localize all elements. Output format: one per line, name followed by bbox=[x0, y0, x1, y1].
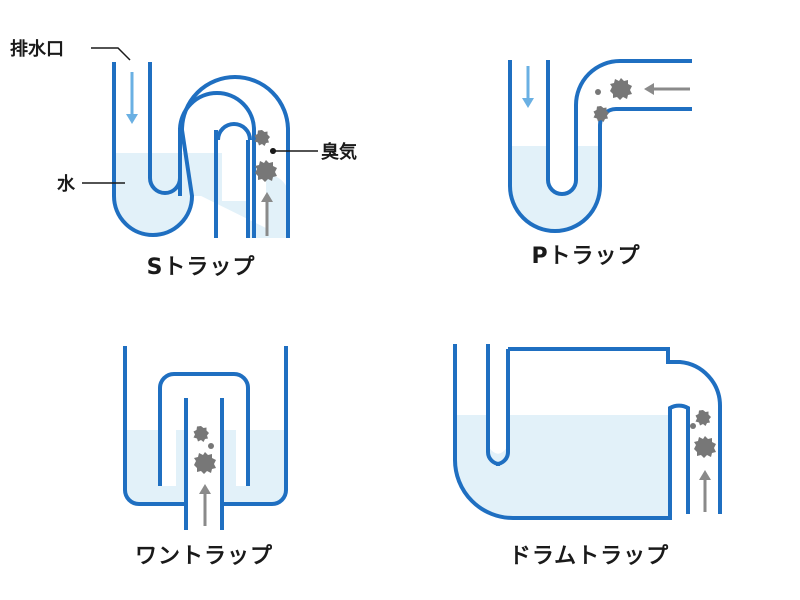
drum-trap bbox=[453, 344, 723, 520]
odor-blob-icon bbox=[193, 426, 209, 442]
up-arrow-icon-head bbox=[199, 484, 211, 494]
s-trap-pipe-mid bbox=[178, 91, 256, 238]
odor-blob-icon bbox=[593, 106, 609, 122]
odor-blob-icon bbox=[610, 78, 632, 100]
odor-blob-icon bbox=[194, 452, 216, 474]
odor-blob-icon bbox=[254, 130, 270, 146]
odor-leader-dot bbox=[270, 148, 276, 154]
s-trap-pipe-outer bbox=[112, 62, 290, 238]
odor-dot bbox=[595, 89, 601, 95]
wan-trap-caption: ワントラップ bbox=[135, 544, 273, 569]
wan-trap-bowl bbox=[123, 346, 288, 506]
down-arrow-icon-head bbox=[126, 114, 138, 124]
up-arrow-icon-head bbox=[261, 192, 273, 202]
odor-dot bbox=[690, 423, 696, 429]
odor-dot bbox=[208, 443, 214, 449]
p-trap-caption: Pトラップ bbox=[531, 244, 640, 269]
p-trap bbox=[508, 59, 692, 233]
down-arrow-icon-head bbox=[522, 98, 534, 108]
drum-trap-caption: ドラムトラップ bbox=[509, 544, 669, 569]
drum-trap-inlet bbox=[486, 344, 510, 466]
drain-label: 排水口 bbox=[10, 38, 64, 60]
drum-trap-outer bbox=[453, 344, 690, 520]
left-arrow-icon-head bbox=[644, 83, 654, 95]
up-arrow-icon-head bbox=[699, 470, 711, 480]
odor-blob-icon bbox=[695, 410, 711, 426]
s-trap bbox=[112, 62, 290, 238]
odor-blob-icon bbox=[694, 436, 716, 458]
drum-trap-body bbox=[508, 347, 723, 514]
wan-trap bbox=[123, 346, 288, 530]
s-trap-caption: Sトラップ bbox=[147, 255, 256, 280]
water-label: 水 bbox=[57, 173, 76, 195]
wan-trap-water bbox=[125, 430, 286, 504]
drain-leader-line bbox=[91, 47, 131, 61]
p-trap-pipe-inner bbox=[546, 59, 692, 196]
wan-trap-bell bbox=[158, 372, 250, 486]
odor-label: 臭気 bbox=[321, 141, 357, 163]
